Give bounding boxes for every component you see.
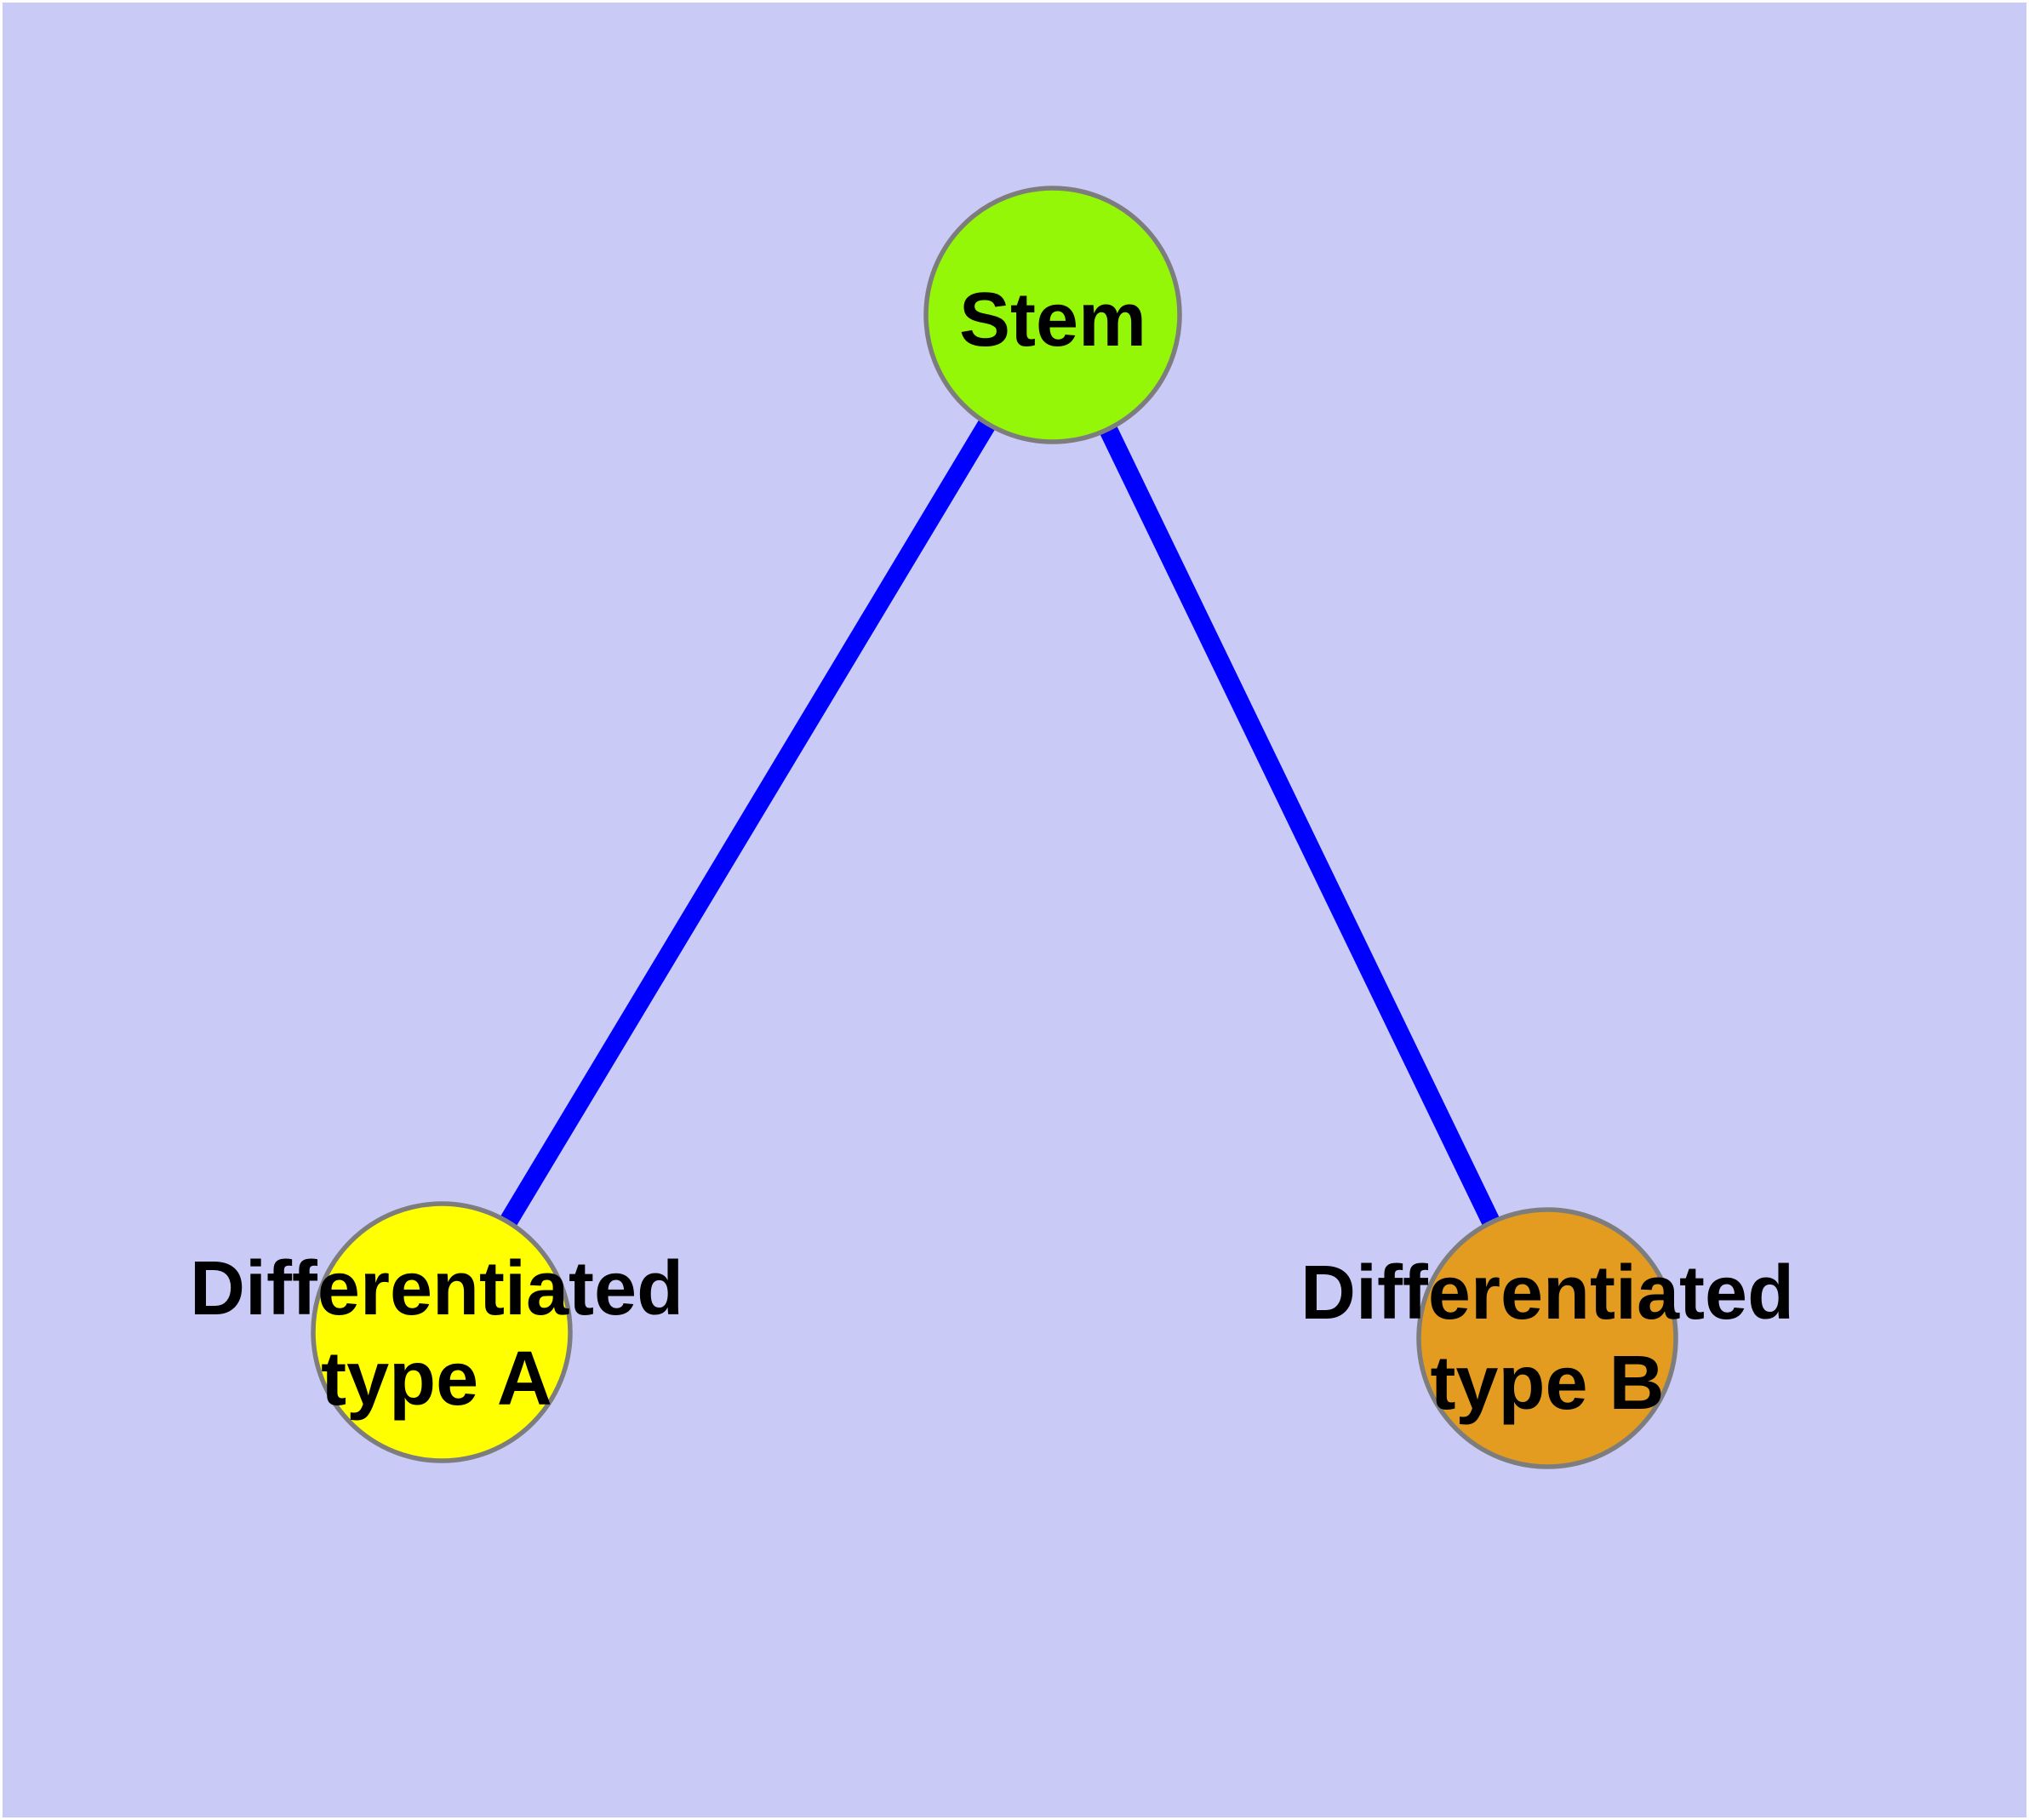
edge-stem-to-type-a bbox=[433, 310, 1061, 1337]
node-label-stem: Stem bbox=[959, 275, 1146, 365]
node-type-b-circle bbox=[1416, 1207, 1678, 1469]
node-label-type-b-line2: type B bbox=[1430, 1341, 1665, 1426]
node-label-type-b: Differentiated type B bbox=[1300, 1248, 1794, 1428]
edge-stem-to-type-b bbox=[1044, 311, 1556, 1342]
node-stem bbox=[923, 186, 1182, 444]
node-type-a-circle bbox=[311, 1201, 573, 1463]
node-label-type-a-line1: Differentiated bbox=[189, 1245, 684, 1331]
node-label-type-a-line2: type A bbox=[321, 1336, 552, 1422]
node-label-type-a: Differentiated type A bbox=[190, 1244, 683, 1424]
node-label-type-b-line1: Differentiated bbox=[1300, 1250, 1795, 1336]
node-stem-circle bbox=[923, 186, 1182, 444]
node-type-a bbox=[311, 1201, 573, 1463]
node-type-b bbox=[1416, 1207, 1678, 1469]
node-label-stem-text: Stem bbox=[958, 277, 1147, 363]
